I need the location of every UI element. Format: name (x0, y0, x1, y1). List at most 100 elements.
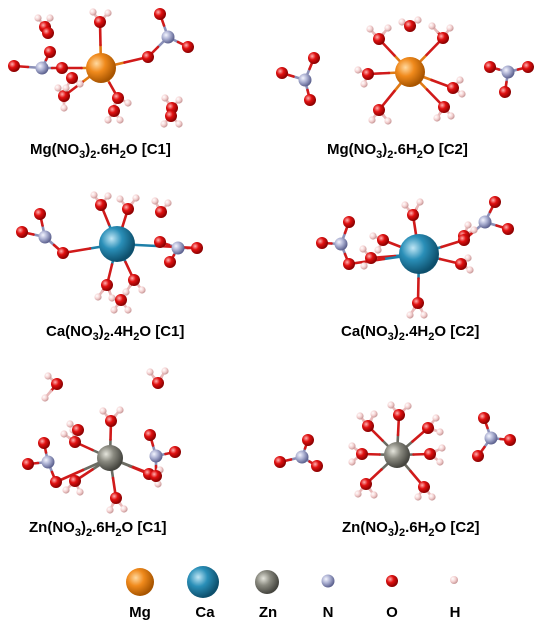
oxygen-atom (274, 456, 286, 468)
nitrogen-atom (171, 241, 185, 255)
oxygen-atom (472, 450, 484, 462)
hydrogen-atom (116, 406, 124, 414)
molecule-mg-c2 (276, 16, 534, 125)
oxygen-atom (169, 446, 181, 458)
oxygen-atom (38, 437, 50, 449)
hydrogen-atom (348, 458, 356, 466)
hydrogen-atom (354, 490, 362, 498)
oxygen-atom (424, 448, 436, 460)
hydrogen-atom (458, 90, 466, 98)
oxygen-atom (94, 16, 106, 28)
oxygen-atom (489, 196, 501, 208)
hydrogen-atom (387, 401, 395, 409)
hydrogen-atom (438, 444, 446, 452)
oxygen-atom (112, 92, 124, 104)
hydrogen-atom (368, 116, 376, 124)
hydrogen-atom (132, 194, 140, 202)
legend-label-h: H (450, 604, 461, 621)
oxygen-atom (110, 492, 122, 504)
oxygen-atom (362, 68, 374, 80)
legend-label-mg: Mg (129, 604, 151, 621)
legend-o-atom-icon (386, 575, 398, 587)
hydrogen-atom (46, 14, 54, 22)
hydrogen-atom (464, 254, 472, 262)
molecule-zn-c2 (274, 401, 516, 501)
hydrogen-atom (138, 286, 146, 294)
oxygen-atom (66, 72, 78, 84)
hydrogen-atom (151, 197, 159, 205)
hydrogen-atom (122, 288, 130, 296)
hydrogen-atom (420, 311, 428, 319)
hydrogen-atom (401, 201, 409, 209)
oxygen-atom (57, 247, 69, 259)
hydrogen-atom (360, 262, 368, 270)
oxygen-atom (522, 61, 534, 73)
oxygen-atom (191, 242, 203, 254)
oxygen-atom (302, 434, 314, 446)
hydrogen-atom (76, 80, 84, 88)
molecule-zn-c1 (22, 367, 181, 514)
hydrogen-atom (66, 420, 74, 428)
hydrogen-atom (436, 458, 444, 466)
oxygen-atom (458, 234, 470, 246)
oxygen-atom (182, 41, 194, 53)
hydrogen-atom (99, 407, 107, 415)
hydrogen-atom (89, 8, 97, 16)
oxygen-atom (343, 258, 355, 270)
hydrogen-atom (154, 480, 162, 488)
oxygen-atom (34, 208, 46, 220)
nitrogen-atom (298, 73, 312, 87)
oxygen-atom (108, 105, 120, 117)
panel-label-ca-c1: Ca(NO3)2.4H2O [C1] (46, 323, 184, 343)
nitrogen-atom (295, 450, 309, 464)
oxygen-atom (362, 420, 374, 432)
oxygen-atom (308, 52, 320, 64)
oxygen-atom (95, 199, 107, 211)
legend-label-ca: Ca (195, 604, 215, 621)
oxygen-atom (144, 429, 156, 441)
hydrogen-atom (146, 368, 154, 376)
hydrogen-atom (398, 18, 406, 26)
hydrogen-atom (34, 14, 42, 22)
molecule-mg-c1 (8, 8, 194, 128)
hydrogen-atom (428, 493, 436, 501)
nitrogen-atom (149, 449, 163, 463)
nitrogen-atom (478, 215, 492, 229)
hydrogen-atom (414, 16, 422, 24)
hydrogen-atom (94, 293, 102, 301)
hydrogen-atom (120, 505, 128, 513)
oxygen-atom (164, 256, 176, 268)
oxygen-atom (437, 32, 449, 44)
oxygen-atom (311, 460, 323, 472)
zn-metal-atom (384, 442, 410, 468)
hydrogen-atom (104, 116, 112, 124)
hydrogen-atom (404, 402, 412, 410)
hydrogen-atom (416, 198, 424, 206)
oxygen-atom (438, 101, 450, 113)
oxygen-atom (165, 110, 177, 122)
hydrogen-atom (60, 104, 68, 112)
hydrogen-atom (41, 394, 49, 402)
legend-h-atom-icon (450, 576, 458, 584)
atoms (276, 16, 534, 125)
hydrogen-atom (470, 226, 478, 234)
oxygen-atom (393, 409, 405, 421)
hydrogen-atom (414, 493, 422, 501)
panel-label-zn-c2: Zn(NO3)2.6H2O [C2] (342, 519, 480, 539)
legend-n-atom-icon (321, 574, 335, 588)
hydrogen-atom (164, 199, 172, 207)
zn-metal-atom (97, 445, 123, 471)
hydrogen-atom (116, 195, 124, 203)
nitrogen-atom (35, 61, 49, 75)
legend-zn-atom-icon (255, 570, 279, 594)
panel-label-ca-c2: Ca(NO3)2.4H2O [C2] (341, 323, 479, 343)
hydrogen-atom (106, 506, 114, 514)
atoms (8, 8, 194, 128)
hydrogen-atom (406, 311, 414, 319)
hydrogen-atom (104, 9, 112, 17)
nitrogen-atom (334, 237, 348, 251)
hydrogen-atom (175, 120, 183, 128)
hydrogen-atom (160, 120, 168, 128)
hydrogen-atom (124, 306, 132, 314)
